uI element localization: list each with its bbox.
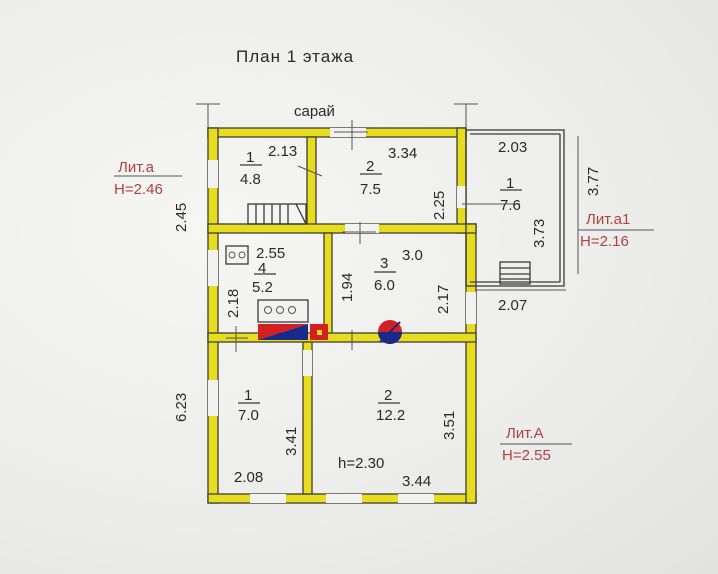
veranda-steps	[499, 261, 531, 285]
dimension-label: 3.73	[531, 219, 548, 248]
dimension-label: 2.13	[268, 143, 297, 160]
dimension-label: 3.51	[441, 411, 458, 440]
dimension-labels: 2.13 3.34 2.03 2.45 2.25 3.73 3.77 2.55 …	[173, 139, 602, 490]
dimension-label: 2.25	[431, 191, 448, 220]
stove-top	[225, 245, 309, 323]
lit-A-block: Лит.А H=2.55	[502, 425, 551, 464]
dimension-label: 2.18	[225, 289, 242, 318]
room-area: 12.2	[376, 407, 405, 424]
dimension-label: 3.44	[402, 473, 431, 490]
dimension-lines	[114, 120, 654, 445]
heating-stove	[258, 320, 402, 344]
dimension-label: 2.17	[435, 285, 452, 314]
lit-name: Лит.а	[118, 159, 155, 176]
veranda-outline	[465, 129, 565, 287]
dimension-label: 3.0	[402, 247, 423, 264]
lit-name: Лит.а1	[586, 211, 630, 228]
dimension-label: 2.45	[173, 203, 190, 232]
dimension-label: 2.07	[498, 297, 527, 314]
room-number: 1	[246, 149, 254, 166]
dimension-label: 2.55	[256, 245, 285, 262]
dimension-label: 3.77	[585, 167, 602, 196]
dimension-label: 3.41	[283, 427, 300, 456]
room-area: 7.6	[500, 197, 521, 214]
room-number: 3	[380, 255, 388, 272]
stairs	[247, 203, 307, 225]
dimension-label: 3.34	[388, 145, 417, 162]
dimension-label: 2.08	[234, 469, 263, 486]
room-number: 1	[506, 175, 514, 192]
room-area: 6.0	[374, 277, 395, 294]
room-number: 1	[244, 387, 252, 404]
room-number: 2	[366, 158, 374, 175]
barn-label: сарай	[294, 103, 335, 120]
dimension-label: 6.23	[173, 393, 190, 422]
lit-height: H=2.55	[502, 447, 551, 464]
lit-a-block: Лит.а H=2.46	[114, 159, 163, 198]
room-area: 7.0	[238, 407, 259, 424]
plan-title: План 1 этажа	[236, 47, 354, 66]
dimension-label: 2.03	[498, 139, 527, 156]
room-area: 4.8	[240, 171, 261, 188]
room-area: 7.5	[360, 181, 381, 198]
room-labels: 1 4.8 2 7.5 1 7.6 4 5.2 3 6.0 1 7.0 2 12…	[238, 149, 521, 424]
lit-a1-block: Лит.а1 H=2.16	[580, 211, 630, 250]
lit-height: H=2.46	[114, 181, 163, 198]
room-area: 5.2	[252, 279, 273, 296]
lit-height: H=2.16	[580, 233, 629, 250]
height-note: h=2.30	[338, 455, 384, 472]
lit-name: Лит.А	[506, 425, 544, 442]
room-number: 2	[384, 387, 392, 404]
dimension-label: 1.94	[339, 273, 356, 302]
room-number: 4	[258, 260, 266, 277]
